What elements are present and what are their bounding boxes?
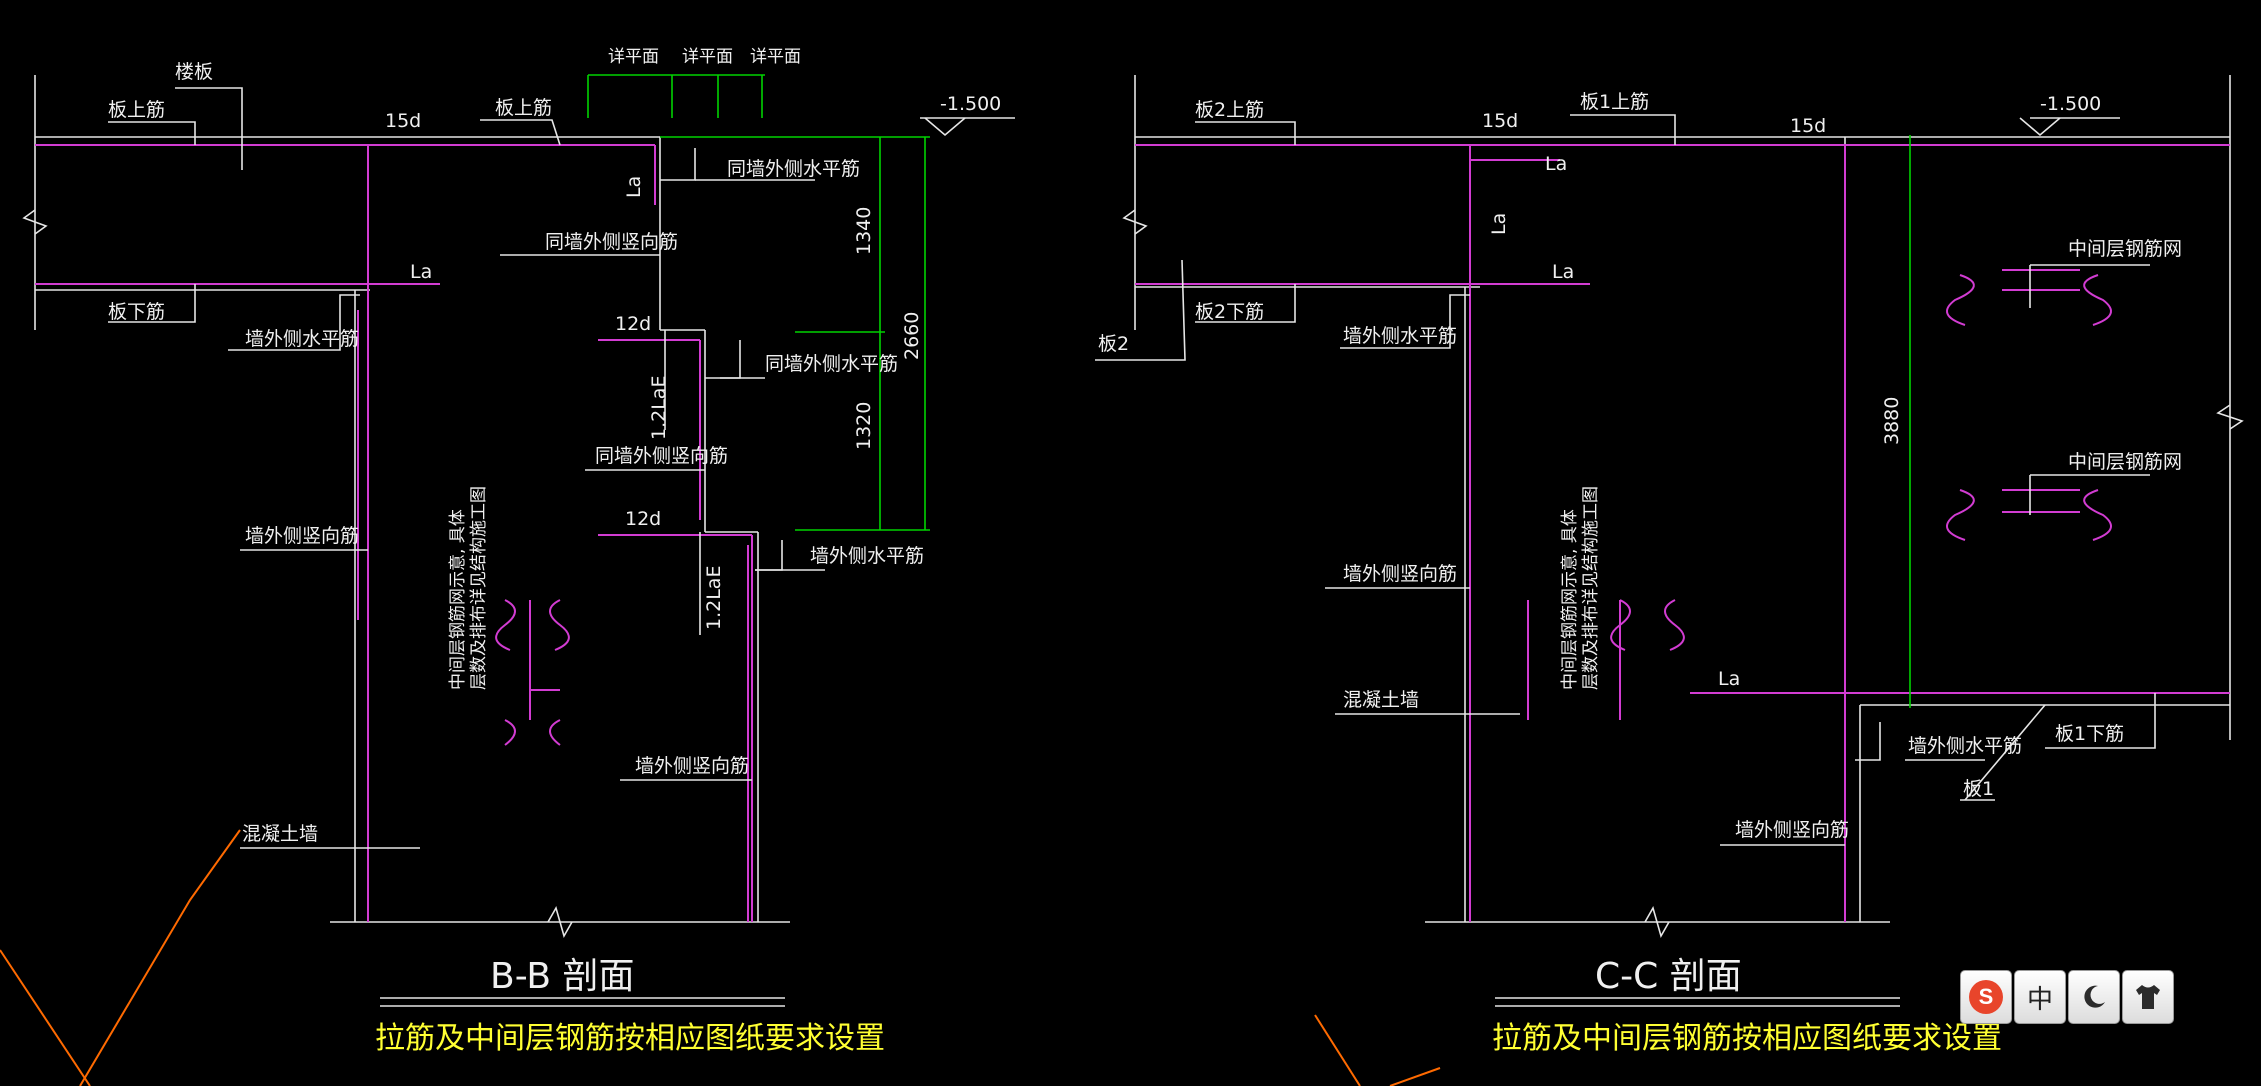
la-label-r2: La [1488,213,1510,235]
dev-12d-label-1: 12d [615,313,651,335]
dim-1340: 1340 [853,207,875,255]
middle-layer-note-2: 层数及排布详见结构施工图 [469,486,489,690]
wall-outer-vert-label-r1: 墙外侧竖向筋 [1343,563,1457,585]
lae-label-1: 1.2LaE [648,376,670,440]
middle-layer-note: 中间层钢筋网示意, 具体 [448,509,468,690]
middle-mesh-label-1: 中间层钢筋网 [2068,238,2182,260]
slab-bottom-bar-label: 板下筋 [108,301,165,323]
la-label-r1: La [1545,153,1567,175]
section-title-bb: B-B 剖面 [490,956,635,997]
inner-wall-horiz-label-1: 同墙外侧水平筋 [727,158,860,180]
dim-2660: 2660 [901,312,923,360]
la-label-2: La [623,176,645,198]
floor-slab-label: 楼板 [175,61,213,83]
ime-night-mode-button[interactable] [2068,970,2120,1024]
slab1-top-bar-label: 板1上筋 [1580,91,1649,113]
wall-outer-horiz-label-2: 墙外侧水平筋 [810,545,924,567]
moon-icon [2084,985,2105,1008]
inner-wall-vert-label-2: 同墙外侧竖向筋 [595,445,728,467]
wall-outer-vert-label-r2: 墙外侧竖向筋 [1735,819,1849,841]
slab2-label: 板2 [1098,333,1129,355]
section-note-bb: 拉筋及中间层钢筋按相应图纸要求设置 [375,1021,885,1056]
dim-3880: 3880 [1881,397,1903,445]
dev-15d-label: 15d [385,110,421,132]
slab-top-bar-label-2: 板上筋 [495,97,552,119]
ime-skin-button[interactable] [2122,970,2174,1024]
middle-layer-note-r: 中间层钢筋网示意, 具体 [1560,509,1580,690]
la-label-r4: La [1718,668,1740,690]
sogou-logo-icon: S [1969,980,2003,1014]
dev-15d-label-2: 15d [1790,115,1826,137]
detail-plan-label-2: 详平面 [682,47,733,67]
slab1-label: 板1 [1963,778,1994,800]
elevation-label-r: -1.500 [2040,93,2101,115]
concrete-wall-label-r: 混凝土墙 [1343,689,1419,711]
concrete-wall-label: 混凝土墙 [242,823,318,845]
ime-logo-button[interactable]: S [1960,970,2012,1024]
detail-plan-label-1: 详平面 [608,47,659,67]
wall-outer-vert-label-2: 墙外侧竖向筋 [635,755,749,777]
section-note-cc: 拉筋及中间层钢筋按相应图纸要求设置 [1492,1021,2002,1056]
wall-outer-horiz-label-1: 墙外侧水平筋 [245,328,359,350]
inner-wall-vert-label-1: 同墙外侧竖向筋 [545,231,678,253]
wall-outer-horiz-label-r2: 墙外侧水平筋 [1908,735,2022,757]
slab1-bottom-bar-label: 板1下筋 [2055,723,2124,745]
ime-toolbar: S 中 [1960,970,2174,1028]
dev-15d-label-1: 15d [1482,110,1518,132]
detail-plan-label-3: 详平面 [750,47,801,67]
dim-1320: 1320 [853,402,875,450]
lae-label-2: 1.2LaE [703,566,725,630]
middle-layer-note-r2: 层数及排布详见结构施工图 [1581,486,1601,690]
inner-wall-horiz-label-2: 同墙外侧水平筋 [765,353,898,375]
middle-mesh-label-2: 中间层钢筋网 [2068,451,2182,473]
section-cc [1095,75,2244,1086]
ime-mode-label: 中 [2026,984,2053,1015]
la-label-r3: La [1552,261,1574,283]
slab2-bottom-bar-label: 板2下筋 [1195,301,1264,323]
slab-top-bar-label: 板上筋 [108,99,165,121]
ime-mode-button[interactable]: 中 [2014,970,2066,1024]
dev-12d-label-2: 12d [625,508,661,530]
wall-outer-vert-label-1: 墙外侧竖向筋 [245,525,359,547]
slab2-top-bar-label: 板2上筋 [1195,99,1264,121]
shirt-icon [2136,985,2160,1009]
elevation-label: -1.500 [940,93,1001,115]
section-title-cc: C-C 剖面 [1595,956,1742,997]
la-label-1: La [410,261,432,283]
section-bb [0,74,1015,1086]
wall-outer-horiz-label-r1: 墙外侧水平筋 [1343,325,1457,347]
